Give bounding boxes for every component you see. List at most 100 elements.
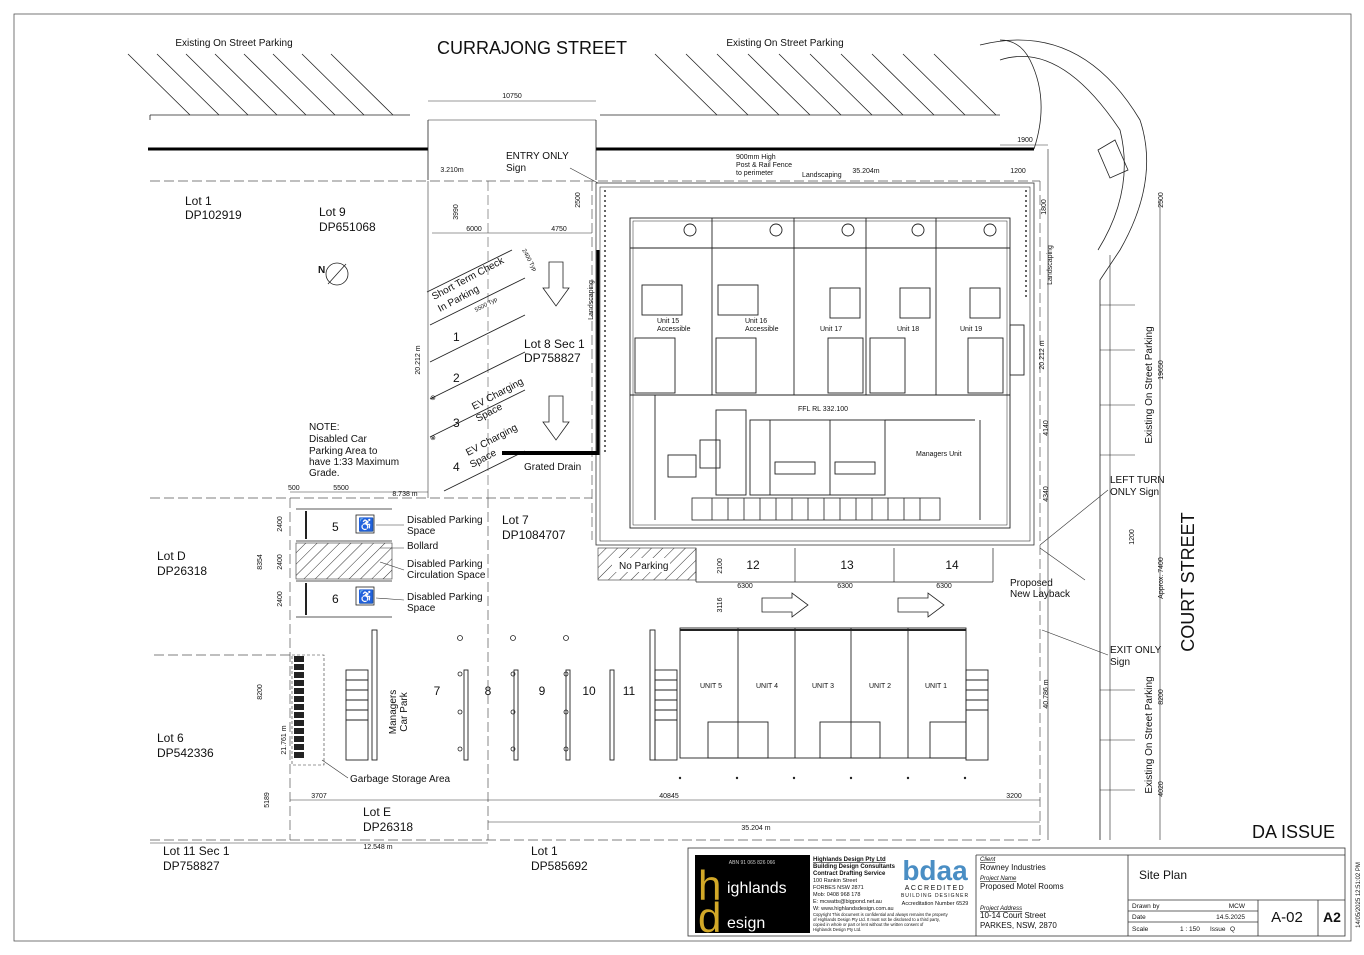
svg-text:Parking Area to: Parking Area to (309, 446, 378, 457)
bdaa-designer: BUILDING DESIGNER (901, 893, 969, 899)
unit-label: Unit 16 (745, 318, 767, 325)
dimension-label: 1800 (1041, 199, 1048, 215)
parking-space-number: 5 (332, 520, 339, 534)
dimension-label: 2100 (717, 558, 724, 574)
scale-label: Scale (1132, 926, 1149, 933)
dimension-label: 35.204 m (741, 825, 770, 832)
lot-label: Lot D (157, 549, 186, 563)
no-parking-label: No Parking (619, 561, 668, 572)
unit-label: Accessible (657, 326, 691, 333)
dimension-label: 500 (288, 485, 300, 492)
lot-dp: DP102919 (185, 208, 242, 222)
dimension-label: 6300 (936, 583, 952, 590)
lot-label: Lot 1 (531, 844, 558, 858)
dimension-label: 3990 (453, 204, 460, 220)
parking-space-number: 11 (623, 684, 636, 698)
dimension-label: 12.548 m (363, 844, 392, 851)
fence-note: 900mm High (736, 154, 776, 161)
dimension-label: 2400 (277, 591, 284, 607)
lot-dp: DP26318 (157, 564, 207, 578)
firm-web: W: www.highlandsdesign.com.au (813, 906, 894, 912)
project-address-value: 10-14 Court Street (980, 911, 1047, 920)
exit-only-sign-label: EXIT ONLY (1110, 645, 1162, 656)
circulation-label: Disabled Parking (407, 559, 483, 570)
circulation-space-hatch (295, 542, 393, 580)
project-name-label: Project Name (980, 876, 1017, 882)
lot-dp: DP651068 (319, 220, 376, 234)
firm-detail: Building Design Consultants (813, 864, 896, 870)
street-name-currajong: CURRAJONG STREET (437, 38, 627, 58)
unit-label: Unit 15 (657, 318, 679, 325)
garbage-storage-label: Garbage Storage Area (350, 774, 451, 785)
wheelchair-icon: ♿ (355, 586, 375, 606)
drawn-by-label: Drawn by (1132, 903, 1160, 910)
unit-label: Unit 19 (960, 326, 982, 333)
firm-detail: Contract Drafting Service (813, 871, 886, 877)
angled-parking-lines (127, 53, 1000, 120)
unit-label: UNIT 4 (756, 683, 778, 690)
parking-space-number: 1 (453, 330, 460, 344)
bdaa-logo: bdaa (902, 855, 968, 886)
dimension-label: 8200 (1158, 689, 1165, 705)
street-name-court: COURT STREET (1178, 512, 1198, 651)
svg-text:Disabled Car: Disabled Car (309, 434, 367, 445)
highlands-design-logo (695, 855, 810, 933)
parking-space-number: 6 (332, 592, 339, 606)
unit-label: UNIT 1 (925, 683, 947, 690)
exit-only-sign-label: Sign (1110, 657, 1130, 668)
copyright-text: Highlands Design Pty Ltd. (813, 927, 861, 932)
da-issue-stamp: DA ISSUE (1252, 822, 1335, 842)
copyright-text: of Highlands Design Pty Ltd. It must not… (813, 917, 940, 922)
dimension-label: 40.786 m (1043, 679, 1050, 708)
drawn-by-value: MCW (1229, 903, 1246, 910)
kerb-curve (979, 39, 1148, 840)
east-parking-lines (1100, 200, 1161, 840)
on-street-parking-label: Existing On Street Parking (1144, 326, 1155, 443)
parking-space-number: 12 (746, 558, 760, 572)
dimension-label: 20.212 m (415, 345, 422, 374)
dimension-label: 2400 (277, 516, 284, 532)
unit-label: UNIT 2 (869, 683, 891, 690)
dimension-label: 5189 (264, 792, 271, 808)
dimension-label: 21.761 m (281, 725, 288, 754)
title-block-frame (687, 847, 1346, 937)
firm-address: 100 Rankin Street (813, 878, 857, 884)
svg-text:⊗: ⊗ (430, 395, 436, 402)
svg-text:NOTE:: NOTE: (309, 422, 340, 433)
disabled-space-label: Disabled Parking (407, 592, 483, 603)
firm-phone: Mob: 0408 968 178 (813, 892, 860, 898)
bollard-label: Bollard (407, 541, 438, 552)
lot-label: Lot 7 (502, 513, 529, 527)
dimension-label: 2500 (575, 192, 582, 208)
parking-space-number: 14 (945, 558, 959, 572)
dimension-label: 4140 (1043, 420, 1050, 436)
managers-car-park-label: Car Park (399, 691, 410, 731)
logo-text: ighlands (727, 880, 787, 897)
sheet-size: A2 (1323, 909, 1341, 925)
managers-unit-label: Managers Unit (916, 451, 962, 458)
dimension-label: 2500 (1158, 192, 1165, 208)
dimension-label: 6300 (737, 583, 753, 590)
parking-space-number: 4 (453, 460, 460, 474)
disabled-parking-area (296, 508, 392, 618)
project-address-label: Project Address (980, 906, 1022, 912)
landscaping-label: Landscaping (802, 172, 842, 179)
dimension-label: 6300 (837, 583, 853, 590)
lot-label: Lot E (363, 805, 391, 819)
dimension-label: 8200 (257, 684, 264, 700)
left-turn-sign-label: ONLY Sign (1110, 487, 1159, 498)
motel-building-south (679, 627, 989, 761)
svg-text:Grade.: Grade. (309, 468, 340, 479)
fence-note: Post & Rail Fence (736, 162, 792, 169)
issue-value: Q (1230, 926, 1235, 933)
dimension-label: Approx. 7400 (1158, 557, 1165, 599)
left-turn-sign-label: LEFT TURN (1110, 475, 1165, 486)
lot-dp: DP26318 (363, 820, 413, 834)
dimension-label: 8.738 m (392, 491, 417, 498)
garbage-bins (294, 656, 304, 758)
dimension-label: 3.210m (440, 167, 464, 174)
on-street-parking-label: Existing On Street Parking (726, 38, 843, 49)
lot-dp: DP758827 (524, 351, 581, 365)
dimension-label: 20.212 m (1039, 340, 1046, 369)
landscaping-label: Landscaping (588, 280, 595, 320)
